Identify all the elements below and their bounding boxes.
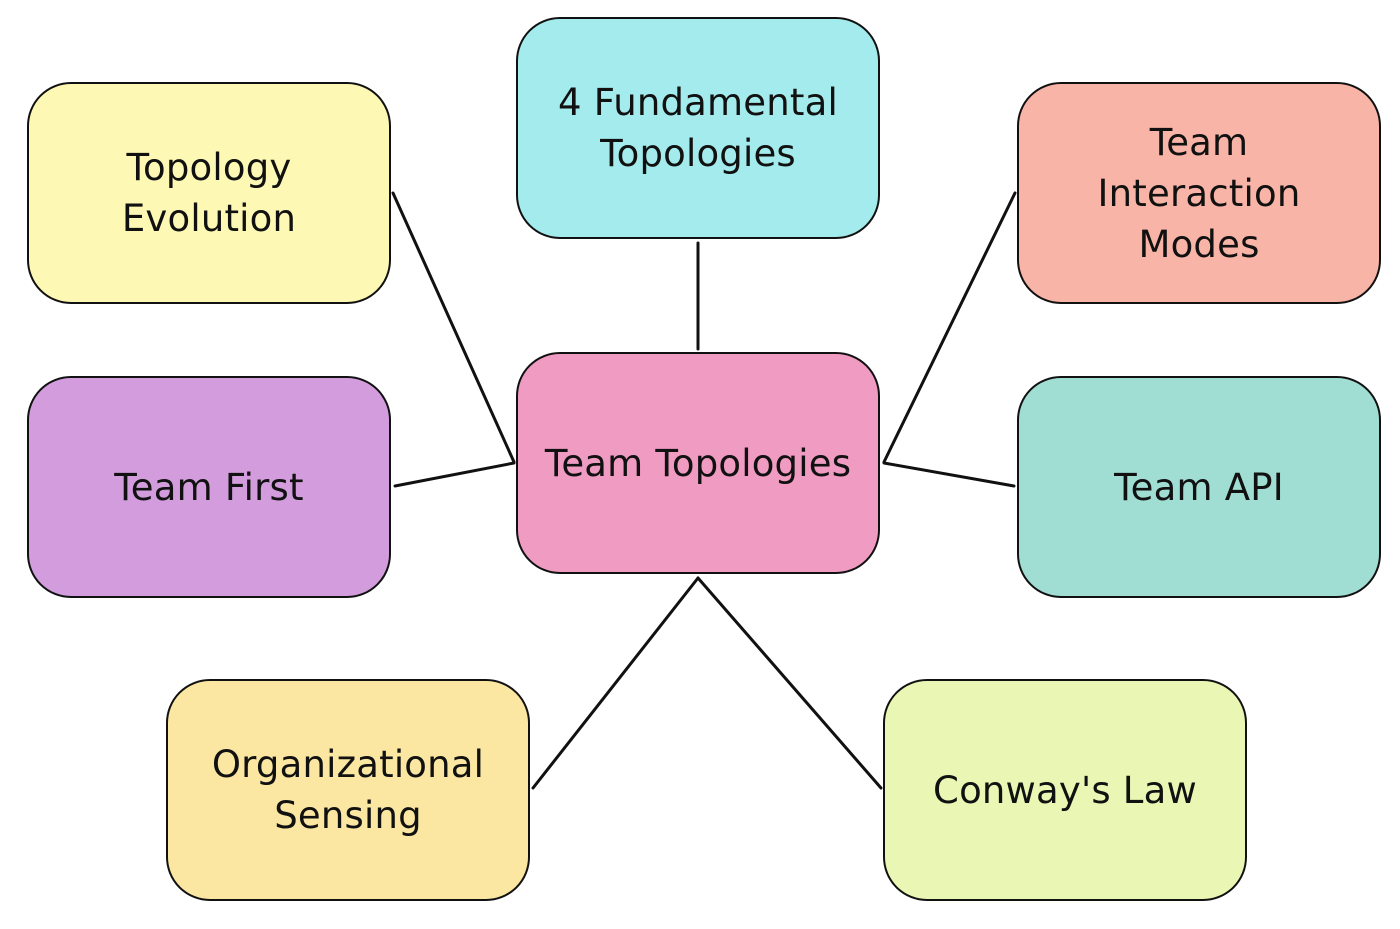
node-team-api[interactable]: Team API <box>1017 376 1381 598</box>
node-organizational-sensing[interactable]: Organizational Sensing <box>166 679 530 901</box>
node-label: 4 Fundamental Topologies <box>558 81 838 175</box>
edge-center-interaction <box>882 191 1017 464</box>
node-team-topologies-center[interactable]: Team Topologies <box>516 352 880 574</box>
node-label: Team Topologies <box>544 441 852 485</box>
node-label: Team Interaction Modes <box>1097 120 1301 266</box>
node-team-first[interactable]: Team First <box>27 376 391 598</box>
node-label: Topology Evolution <box>121 146 297 240</box>
node-label: Organizational Sensing <box>211 743 485 837</box>
edge-center-first <box>393 461 516 488</box>
node-label: Conway's Law <box>933 768 1197 812</box>
node-conways-law[interactable]: Conway's Law <box>883 679 1247 901</box>
edge-center-sensing <box>531 576 700 790</box>
edge-center-evolution <box>391 191 516 464</box>
node-label: Team API <box>1114 465 1284 509</box>
node-4-fundamental-topologies[interactable]: 4 Fundamental Topologies <box>516 17 880 239</box>
edge-center-conway <box>696 576 883 790</box>
node-topology-evolution[interactable]: Topology Evolution <box>27 82 391 304</box>
node-label: Team First <box>114 465 304 509</box>
node-team-interaction-modes[interactable]: Team Interaction Modes <box>1017 82 1381 304</box>
edge-center-api <box>882 461 1016 488</box>
